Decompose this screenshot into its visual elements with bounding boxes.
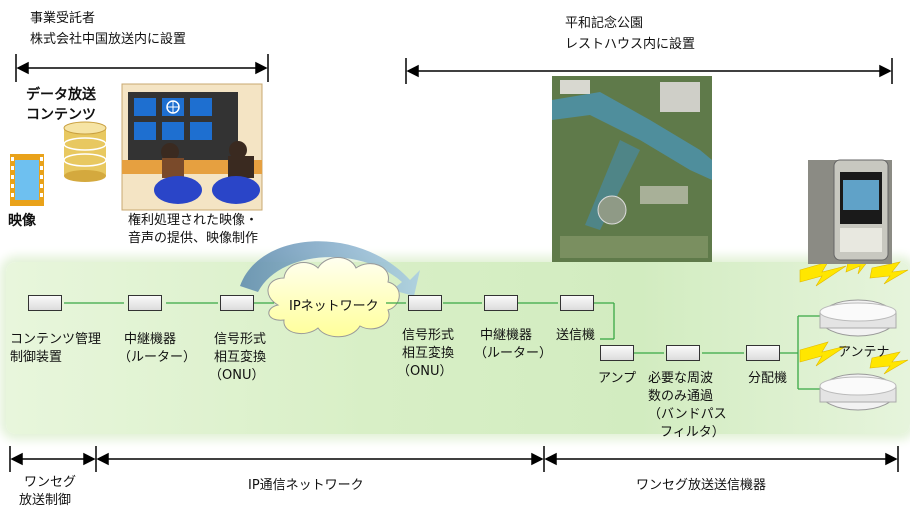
top-left-span-arrow (15, 54, 269, 82)
peace-park-aerial-photo (552, 76, 712, 262)
equipment-box-router-2 (484, 295, 518, 311)
node-label-content-manager-2: 制御装置 (10, 350, 63, 365)
equipment-box-distributor (746, 345, 780, 361)
node-label-onu-2b: 相互変換 (402, 346, 455, 361)
top-right-span-arrow (405, 58, 893, 84)
equipment-box-router-1 (128, 295, 162, 311)
bottom-left-label-line2: 放送制御 (19, 493, 72, 508)
mobile-phone-image (808, 159, 892, 264)
node-label-filter-4: フィルタ） (660, 425, 725, 440)
park-caption-line2: レストハウス内に設置 (565, 37, 696, 52)
ip-network-cloud (267, 257, 400, 338)
equipment-box-content-manager (28, 295, 62, 311)
node-label-onu-2c: （ONU） (397, 364, 453, 379)
node-label-router-1a: 中継機器 (124, 332, 177, 347)
data-broadcast-label-line1: データ放送 (26, 87, 96, 103)
database-icon (63, 121, 107, 182)
equipment-box-transmitter (560, 295, 594, 311)
operator-caption-line1: 事業受託者 (30, 11, 96, 26)
node-label-onu-1b: 相互変換 (214, 350, 267, 365)
bottom-right-label: ワンセグ放送送信機器 (636, 478, 767, 493)
data-broadcast-label-line2: コンテンツ (26, 107, 96, 123)
rights-caption-line2: 音声の提供、映像制作 (128, 231, 259, 246)
video-film-icon (10, 154, 44, 206)
node-label-content-manager-1: コンテンツ管理 (10, 332, 102, 347)
node-label-router-2b: （ルーター） (474, 346, 553, 361)
node-label-onu-1c: （ONU） (209, 368, 265, 383)
equipment-box-amplifier (600, 345, 634, 361)
node-label-onu-2a: 信号形式 (402, 328, 455, 343)
antenna-label: アンテナ (838, 345, 890, 360)
ip-network-label: IPネットワーク (289, 299, 379, 314)
antenna-units (819, 299, 897, 411)
video-label: 映像 (8, 213, 36, 229)
node-label-filter-3: （バンドパス (648, 407, 727, 422)
park-caption-line1: 平和記念公園 (565, 16, 644, 31)
node-label-filter-2: 数のみ通過 (648, 389, 714, 404)
bottom-middle-label: IP通信ネットワーク (248, 478, 364, 493)
equipment-box-onu-1 (220, 295, 254, 311)
equipment-box-bandpass-filter (666, 345, 700, 361)
node-label-router-2a: 中継機器 (480, 328, 533, 343)
equipment-box-onu-2 (408, 295, 442, 311)
bottom-span-arrows (9, 446, 899, 472)
rights-caption-line1: 権利処理された映像・ (128, 213, 259, 228)
node-label-router-1b: （ルーター） (118, 350, 197, 365)
node-label-distributor: 分配機 (748, 371, 788, 386)
node-label-onu-1a: 信号形式 (214, 332, 267, 347)
production-studio-illustration (121, 83, 263, 211)
bottom-left-label-line1: ワンセグ (24, 475, 77, 490)
node-label-transmitter: 送信機 (556, 328, 596, 343)
node-label-amplifier: アンプ (598, 371, 637, 386)
operator-caption-line2: 株式会社中国放送内に設置 (30, 32, 187, 47)
node-label-filter-1: 必要な周波 (648, 371, 714, 386)
connection-lines (64, 302, 822, 390)
transfer-arrow (240, 241, 420, 296)
